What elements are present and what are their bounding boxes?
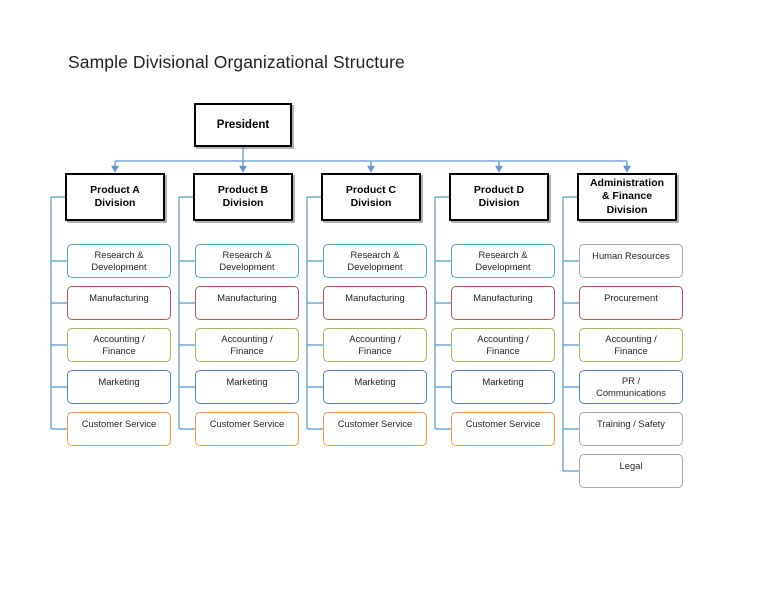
node-subunit-4-3[interactable]: Accounting /Finance [451, 328, 555, 362]
node-label: Customer Service [465, 418, 541, 429]
node-president[interactable]: President [194, 103, 292, 147]
node-subunit-1-1[interactable]: Research &Development [67, 244, 171, 278]
division-1-arrow-arrowhead [238, 165, 248, 173]
node-subunit-5-5[interactable]: Training / Safety [579, 412, 683, 446]
node-label: Marketing [482, 376, 524, 387]
page-title: Sample Divisional Organizational Structu… [68, 52, 405, 72]
node-subunit-1-2[interactable]: Manufacturing [67, 286, 171, 320]
node-subunit-2-1[interactable]: Research &Development [195, 244, 299, 278]
node-subunit-2-2[interactable]: Manufacturing [195, 286, 299, 320]
node-label: Customer Service [209, 418, 285, 429]
node-label: Training / Safety [597, 418, 665, 429]
node-subunit-4-2[interactable]: Manufacturing [451, 286, 555, 320]
node-subunit-5-3[interactable]: Accounting /Finance [579, 328, 683, 362]
node-subunit-2-5[interactable]: Customer Service [195, 412, 299, 446]
node-label: Marketing [98, 376, 140, 387]
division-0-arrow-arrowhead [110, 165, 120, 173]
node-label: Accounting /Finance [349, 333, 401, 356]
node-label: Marketing [354, 376, 396, 387]
node-subunit-5-6[interactable]: Legal [579, 454, 683, 488]
node-subunit-3-4[interactable]: Marketing [323, 370, 427, 404]
node-subunit-2-4[interactable]: Marketing [195, 370, 299, 404]
node-label: Human Resources [592, 250, 670, 261]
node-label: Manufacturing [345, 292, 405, 303]
node-subunit-3-3[interactable]: Accounting /Finance [323, 328, 427, 362]
node-label: PR /Communications [596, 375, 666, 398]
node-label: Research &Development [219, 249, 275, 272]
node-subunit-1-5[interactable]: Customer Service [67, 412, 171, 446]
node-label: Legal [619, 460, 643, 471]
node-label: Customer Service [81, 418, 157, 429]
node-subunit-3-5[interactable]: Customer Service [323, 412, 427, 446]
node-subunit-4-1[interactable]: Research &Development [451, 244, 555, 278]
node-subunit-3-1[interactable]: Research &Development [323, 244, 427, 278]
node-subunit-2-3[interactable]: Accounting /Finance [195, 328, 299, 362]
node-label: President [216, 119, 270, 131]
node-label: Accounting /Finance [221, 333, 273, 356]
node-label: Research &Development [91, 249, 147, 272]
node-label: Research &Development [347, 249, 403, 272]
node-label: Marketing [226, 376, 268, 387]
division-4-arrow-arrowhead [622, 165, 632, 173]
node-subunit-5-1[interactable]: Human Resources [579, 244, 683, 278]
node-subunit-1-4[interactable]: Marketing [67, 370, 171, 404]
node-label: Accounting /Finance [605, 333, 657, 356]
node-label: Accounting /Finance [477, 333, 529, 356]
node-label: Manufacturing [217, 292, 277, 303]
node-subunit-5-4[interactable]: PR /Communications [579, 370, 683, 404]
node-subunit-4-5[interactable]: Customer Service [451, 412, 555, 446]
node-label: Customer Service [337, 418, 413, 429]
node-label: Procurement [604, 292, 658, 303]
node-label: Research &Development [475, 249, 531, 272]
node-subunit-3-2[interactable]: Manufacturing [323, 286, 427, 320]
node-label: Manufacturing [473, 292, 533, 303]
node-subunit-1-3[interactable]: Accounting /Finance [67, 328, 171, 362]
division-3-arrow-arrowhead [494, 165, 504, 173]
node-label: Accounting /Finance [93, 333, 145, 356]
division-2-arrow-arrowhead [366, 165, 376, 173]
node-subunit-4-4[interactable]: Marketing [451, 370, 555, 404]
node-label: Manufacturing [89, 292, 149, 303]
node-subunit-5-2[interactable]: Procurement [579, 286, 683, 320]
